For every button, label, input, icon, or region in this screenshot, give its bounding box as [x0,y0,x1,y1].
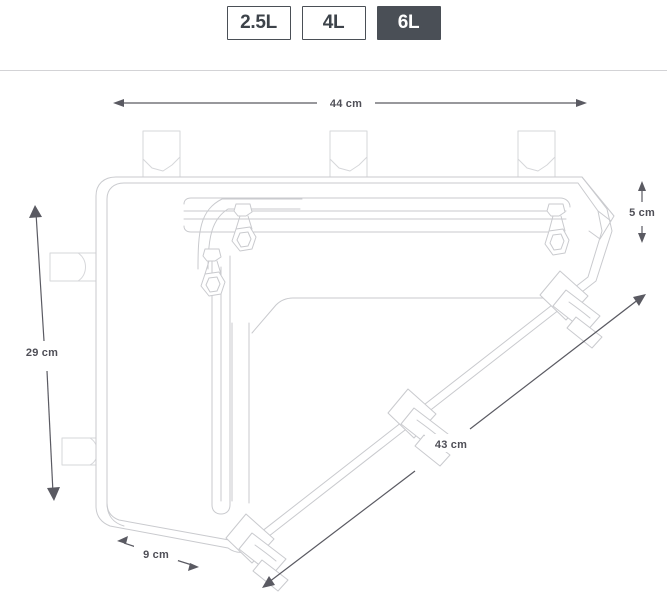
variant-button-4l[interactable]: 4L [301,6,366,40]
dimension-label-hypotenuse: 43 cm [435,439,467,451]
zipper-pull-group [200,203,570,297]
product-dimension-drawing: 44 cm 29 cm 5 cm 9 cm 43 cm [0,71,667,599]
dimension-label-depth: 5 cm [629,207,655,219]
buckle-strap-upper [539,270,603,349]
dimension-hypotenuse-43cm: 43 cm [262,294,646,588]
top-strap-right [517,130,556,179]
header-divider [0,70,667,71]
variant-button-6l[interactable]: 6L [376,6,441,40]
right-apex-tail [581,176,615,240]
side-strap-upper-left [49,252,99,282]
vertical-zipper [211,255,231,515]
dimension-label-base: 9 cm [143,549,169,561]
capacity-variant-selector: 2.5L 4L 6L [0,0,667,70]
dimension-width-44cm: 44 cm [113,94,587,112]
dimension-label-width: 44 cm [330,98,362,110]
variant-button-label: 6L [397,12,420,33]
dimension-depth-5cm: 5 cm [620,181,664,243]
zipper-pull-left-vertical [200,248,226,297]
dimension-base-9cm: 9 cm [117,536,199,571]
variant-button-label: 2.5L [240,12,277,33]
dimension-diagram-svg: 44 cm 29 cm 5 cm 9 cm 43 cm [14,94,664,592]
variant-button-label: 4L [322,12,345,33]
top-strap-center [329,130,368,179]
top-strap-group [142,130,556,179]
variant-button-2-5l[interactable]: 2.5L [226,6,291,40]
zipper-pull-right [544,203,570,256]
dimension-height-29cm: 29 cm [14,205,70,501]
zipper-pull-top-left [231,203,257,252]
dimension-label-height: 29 cm [26,347,58,359]
top-strap-left [142,130,181,179]
buckle-strap-lower [225,513,289,592]
frame-bag-body [95,176,613,553]
